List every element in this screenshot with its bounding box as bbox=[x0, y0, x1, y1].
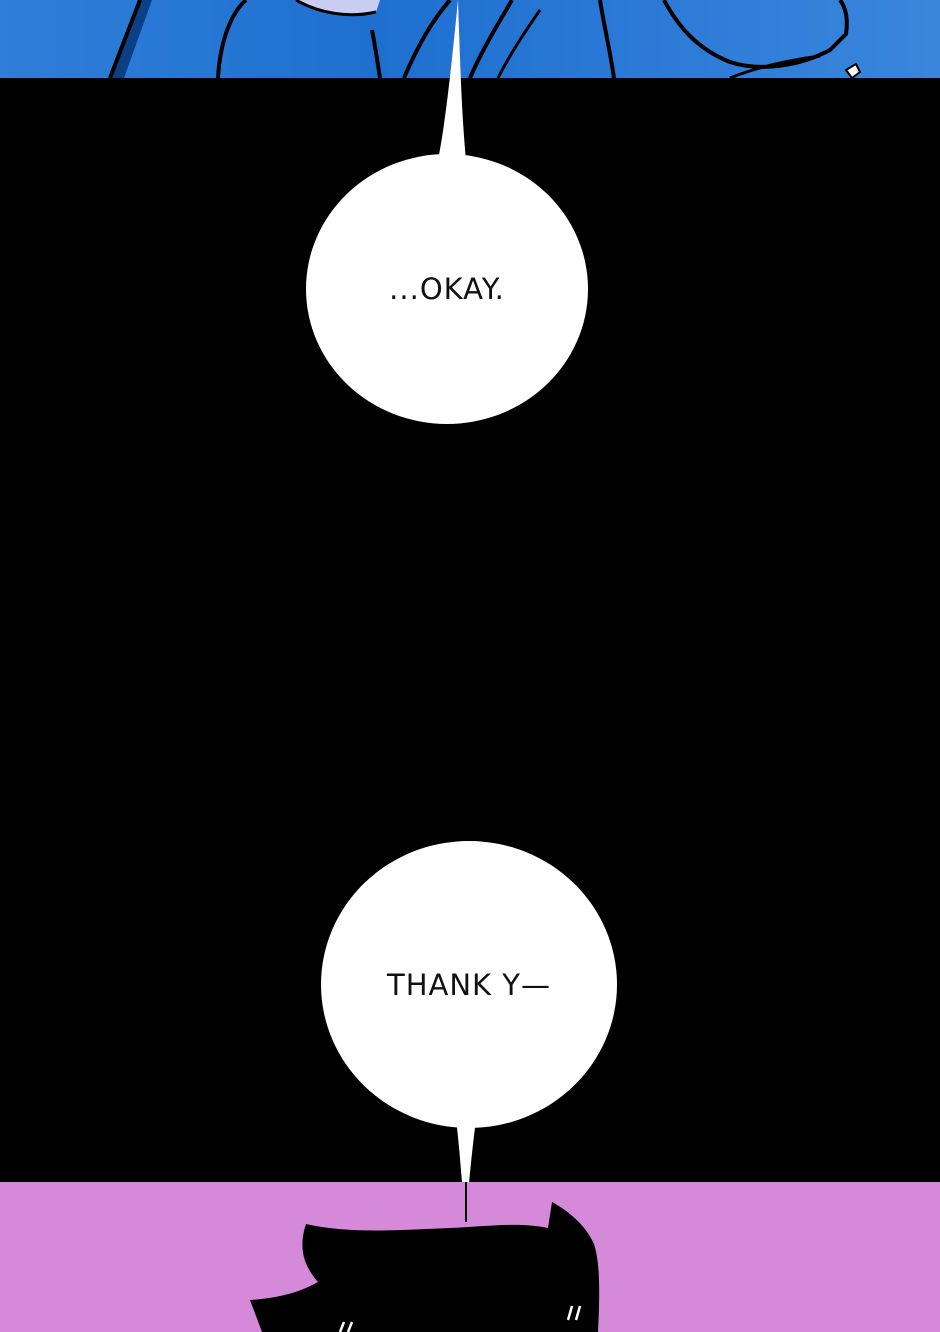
top-panel-artwork bbox=[108, 0, 862, 78]
bubble-1-tail bbox=[438, 0, 466, 160]
bubble-2-tail bbox=[456, 1120, 476, 1222]
speech-bubble-thank-you: THANK Y— bbox=[323, 843, 615, 1126]
speech-bubble-text: THANK Y— bbox=[386, 967, 551, 1002]
bottom-panel bbox=[0, 1182, 940, 1332]
top-panel bbox=[0, 0, 940, 78]
bottom-panel-artwork bbox=[250, 1182, 600, 1332]
speech-bubble-okay: ...OKAY. bbox=[308, 156, 586, 422]
speech-bubble-text: ...OKAY. bbox=[389, 272, 505, 306]
